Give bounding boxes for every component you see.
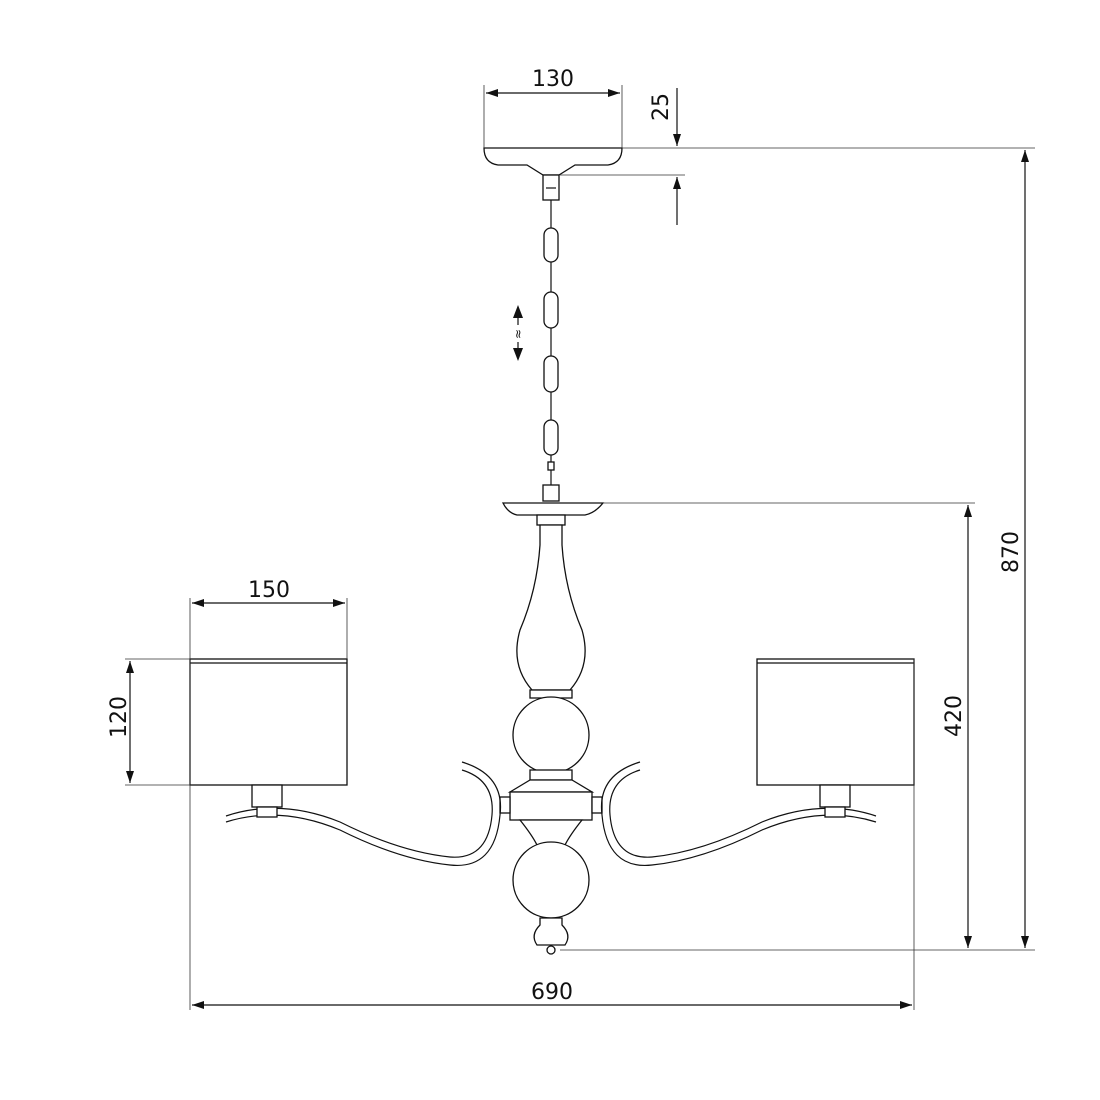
svg-text:25: 25 [649, 93, 674, 121]
right-arm [600, 761, 877, 866]
left-shade [189, 658, 348, 818]
dimension-canopy-height: 25 [649, 88, 681, 225]
chandelier-body [499, 502, 605, 955]
svg-text:150: 150 [248, 578, 290, 603]
svg-text:870: 870 [999, 531, 1024, 573]
chain-adjustable-indicator: ≈ [511, 305, 525, 361]
dimension-body-height: 420 [942, 505, 972, 948]
dimension-shade-height: 120 [107, 661, 134, 783]
dimension-total-height: 870 [999, 150, 1029, 948]
dimension-overall-width: 690 [192, 980, 912, 1009]
svg-text:420: 420 [942, 695, 967, 737]
svg-text:120: 120 [107, 696, 132, 738]
extension-lines [125, 85, 1035, 1010]
dimension-shade-width: 150 [192, 578, 345, 607]
left-arm [225, 761, 502, 866]
svg-text:130: 130 [532, 67, 574, 92]
right-shade [756, 658, 915, 818]
ceiling-canopy [483, 147, 623, 201]
chain [542, 200, 560, 502]
adjustable-symbol: ≈ [511, 329, 525, 339]
svg-text:690: 690 [531, 980, 573, 1005]
dimension-canopy-width: 130 [486, 67, 620, 97]
